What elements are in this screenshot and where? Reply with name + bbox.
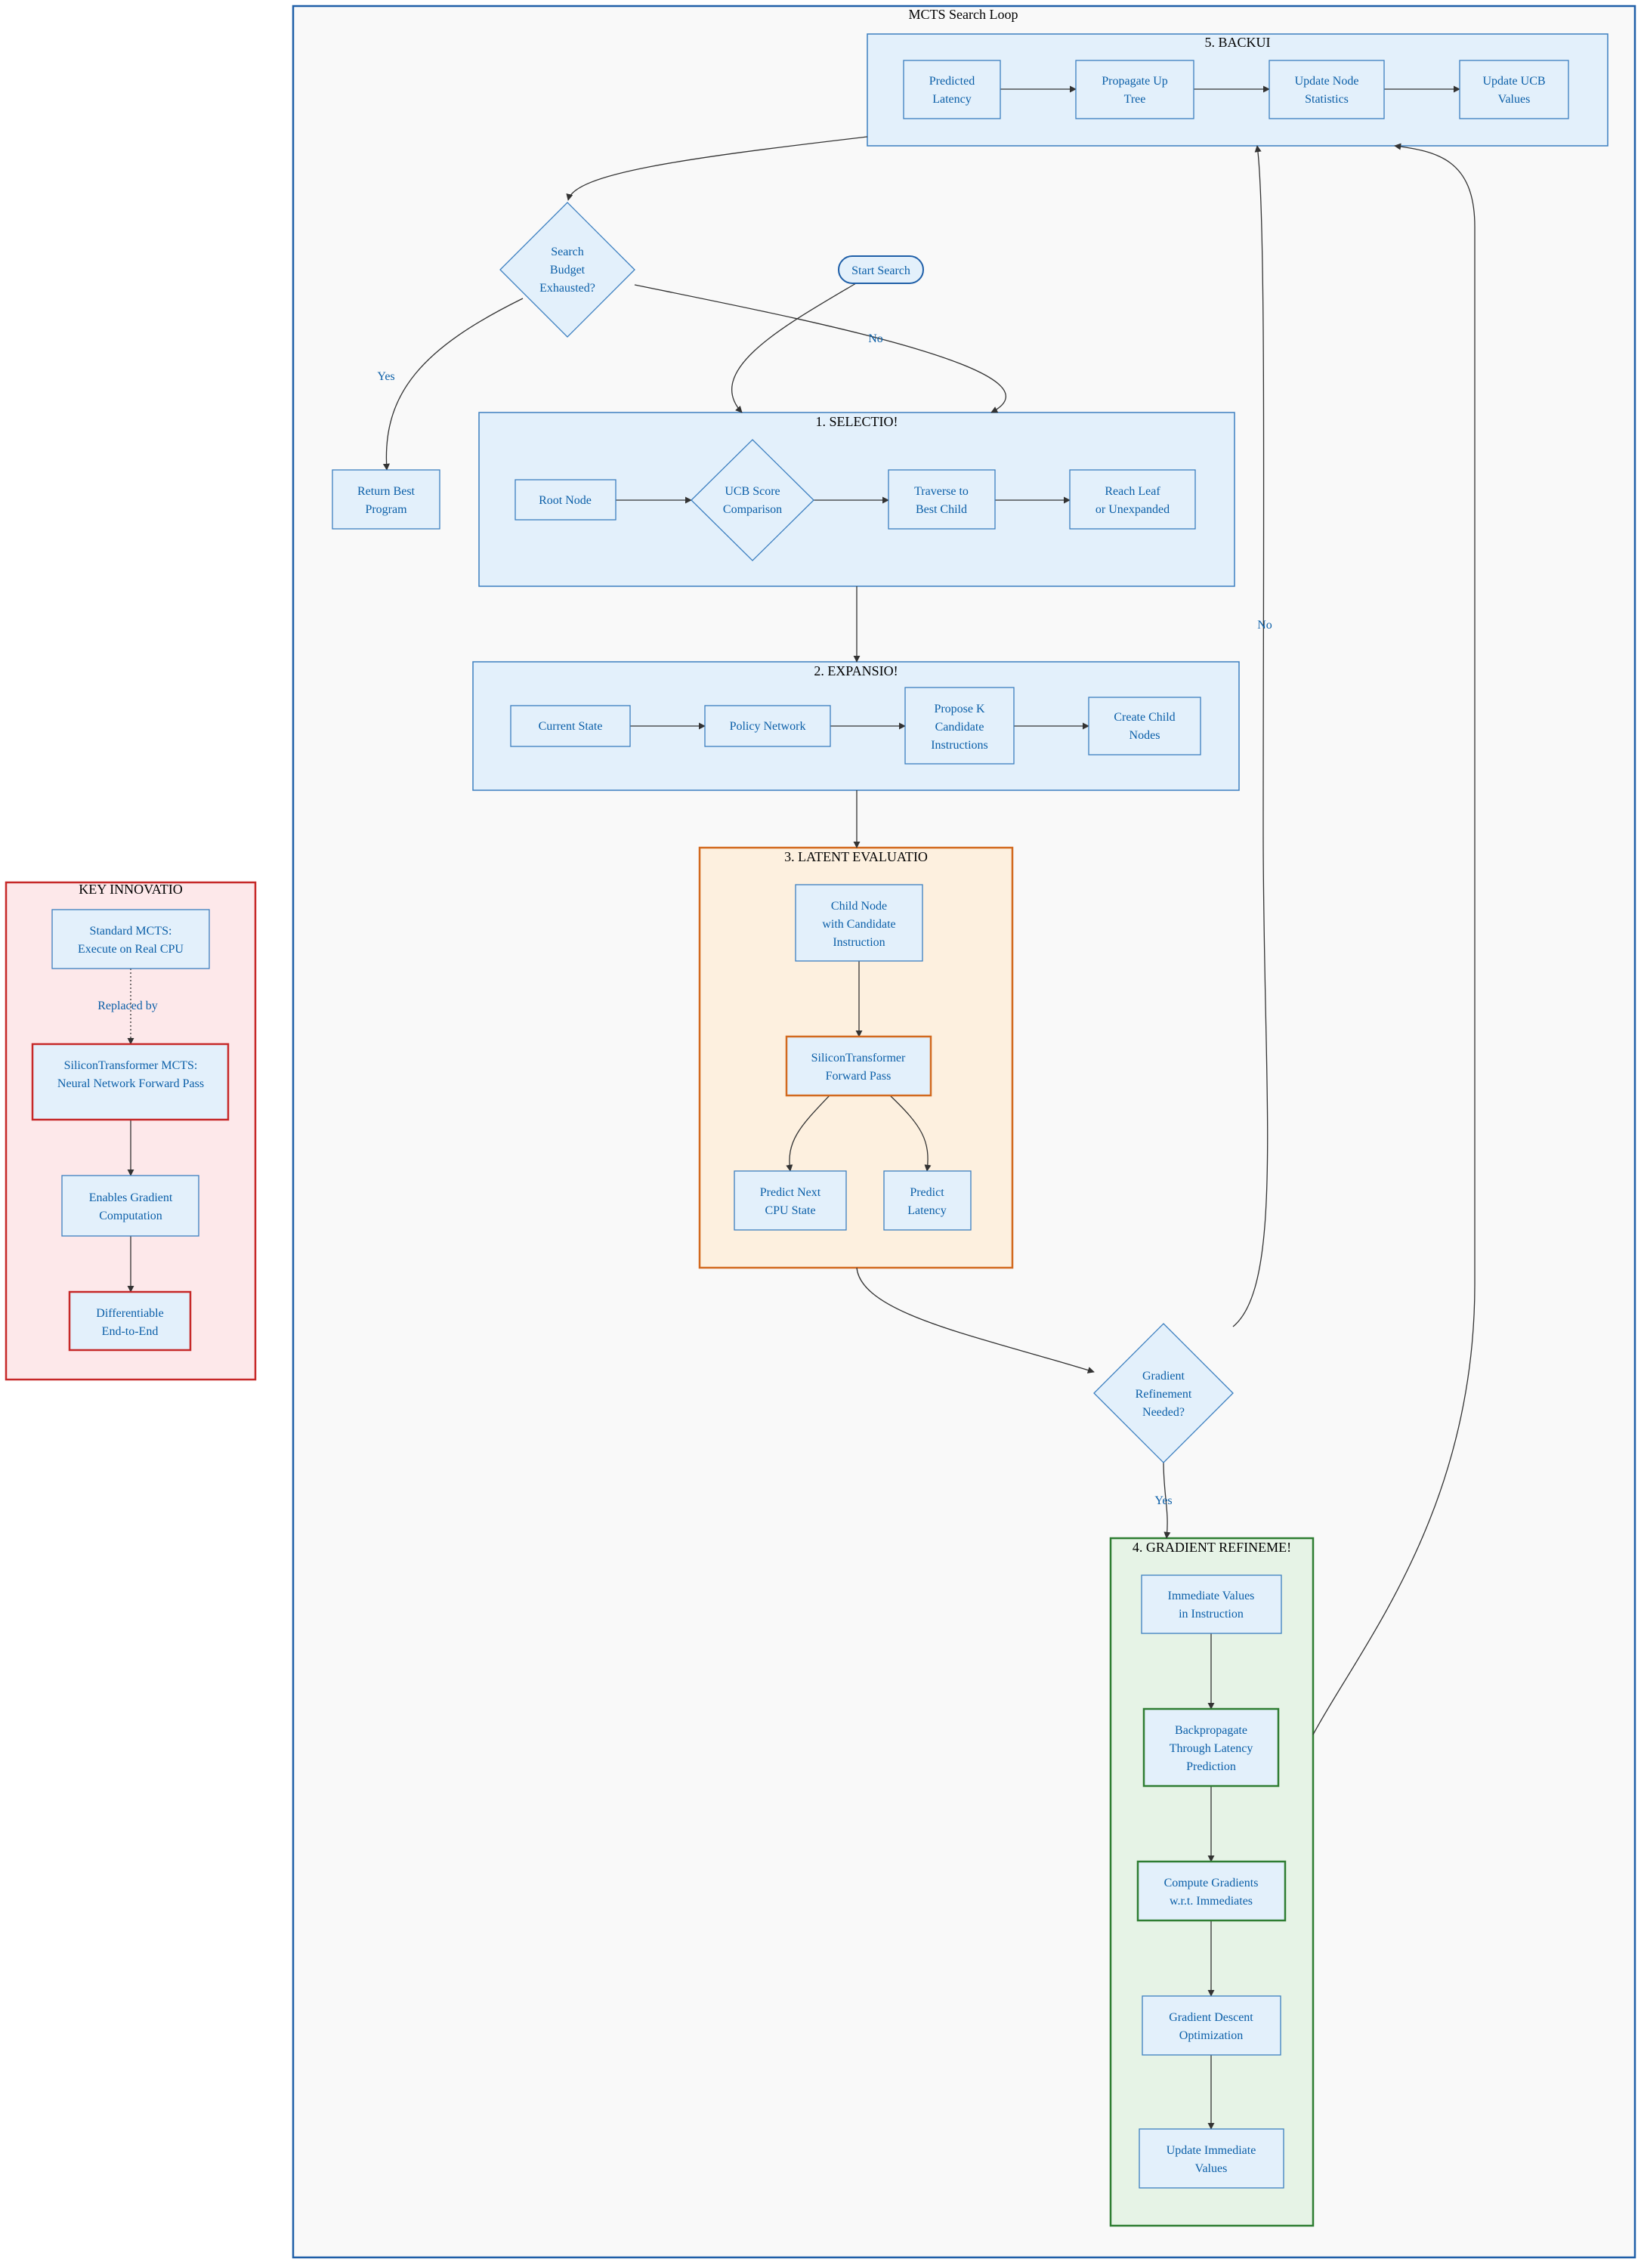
edge-silicon-to-latency: [889, 1095, 932, 1172]
nodes: [31, 60, 1569, 2189]
node-enables-gradient[interactable]: [61, 1175, 199, 1237]
latent-evaluation-title: 3. LATENT EVALUATIO: [784, 849, 928, 864]
edge-label-budget-yes: Yes: [377, 370, 394, 383]
node-child-node[interactable]: [795, 884, 923, 962]
label-policy-network: Policy Network: [730, 720, 806, 733]
node-search-budget-exhausted[interactable]: [499, 202, 635, 338]
key-innovation-title: KEY INNOVATIO: [79, 882, 183, 897]
node-reach-leaf[interactable]: [1069, 469, 1196, 530]
node-update-ucb-values[interactable]: [1459, 60, 1569, 119]
label-standard-mcts: Standard MCTS:Execute on Real CPU: [78, 925, 184, 956]
node-return-best-program[interactable]: [332, 469, 440, 530]
node-create-child-nodes[interactable]: [1088, 697, 1201, 755]
backup-title: 5. BACKUI: [1204, 35, 1270, 50]
edges: [127, 85, 1476, 2130]
label-current-state: Current State: [539, 720, 603, 733]
selection-title: 1. SELECTIO!: [816, 414, 898, 429]
node-predict-next-cpu[interactable]: [734, 1170, 847, 1231]
node-policy-network[interactable]: [704, 705, 831, 747]
edge-label-replaced-by: Replaced by: [97, 1000, 158, 1012]
node-propose-k[interactable]: [904, 687, 1015, 765]
node-gradient-descent[interactable]: [1142, 1995, 1281, 2056]
node-update-node-statistics[interactable]: [1269, 60, 1385, 119]
edge-gradient-no: [1232, 145, 1269, 1327]
edge-latent-to-gradient-decision: [856, 1267, 1095, 1373]
node-start-search[interactable]: [838, 255, 924, 284]
edge-budget-no: [634, 284, 1006, 413]
edge-label-budget-no: No: [868, 332, 883, 345]
edge-gradient-yes: [1163, 1460, 1171, 1539]
edge-start-to-selection: [731, 283, 857, 413]
node-silicon-mcts[interactable]: [31, 1043, 230, 1121]
label-silicon-mcts: SiliconTransformer MCTS:Neural Network F…: [57, 1059, 204, 1090]
node-differentiable[interactable]: [68, 1290, 192, 1352]
node-update-immediate-values[interactable]: [1139, 2128, 1284, 2189]
node-propagate-up-tree[interactable]: [1075, 60, 1194, 119]
node-current-state[interactable]: [510, 705, 631, 747]
node-backpropagate[interactable]: [1142, 1707, 1280, 1788]
expansion-title: 2. EXPANSIO!: [814, 663, 898, 678]
gradient-refinement-title: 4. GRADIENT REFINEME!: [1133, 1540, 1291, 1555]
mcts-search-loop-title: MCTS Search Loop: [909, 7, 1018, 22]
node-standard-mcts[interactable]: [51, 909, 210, 969]
edge-backup-to-budget: [566, 136, 868, 201]
node-ucb-score-comparison[interactable]: [691, 439, 814, 561]
node-compute-gradients[interactable]: [1136, 1860, 1287, 1922]
node-silicon-forward-pass[interactable]: [785, 1035, 932, 1097]
edge-silicon-to-cpu: [786, 1095, 830, 1172]
label-root-node: Root Node: [539, 494, 592, 507]
node-predict-latency[interactable]: [883, 1170, 972, 1231]
node-root-node[interactable]: [515, 479, 616, 521]
node-gradient-refinement-needed[interactable]: [1093, 1323, 1234, 1463]
edge-refinement-to-backup: [1312, 143, 1476, 1735]
edge-label-gradient-yes: Yes: [1154, 1494, 1172, 1507]
node-predicted-latency[interactable]: [903, 60, 1001, 119]
label-start-search: Start Search: [851, 264, 910, 277]
edge-budget-yes: [382, 298, 524, 471]
node-traverse-best-child[interactable]: [888, 469, 996, 530]
node-immediate-values[interactable]: [1141, 1574, 1282, 1634]
edge-label-gradient-no: No: [1257, 619, 1272, 632]
